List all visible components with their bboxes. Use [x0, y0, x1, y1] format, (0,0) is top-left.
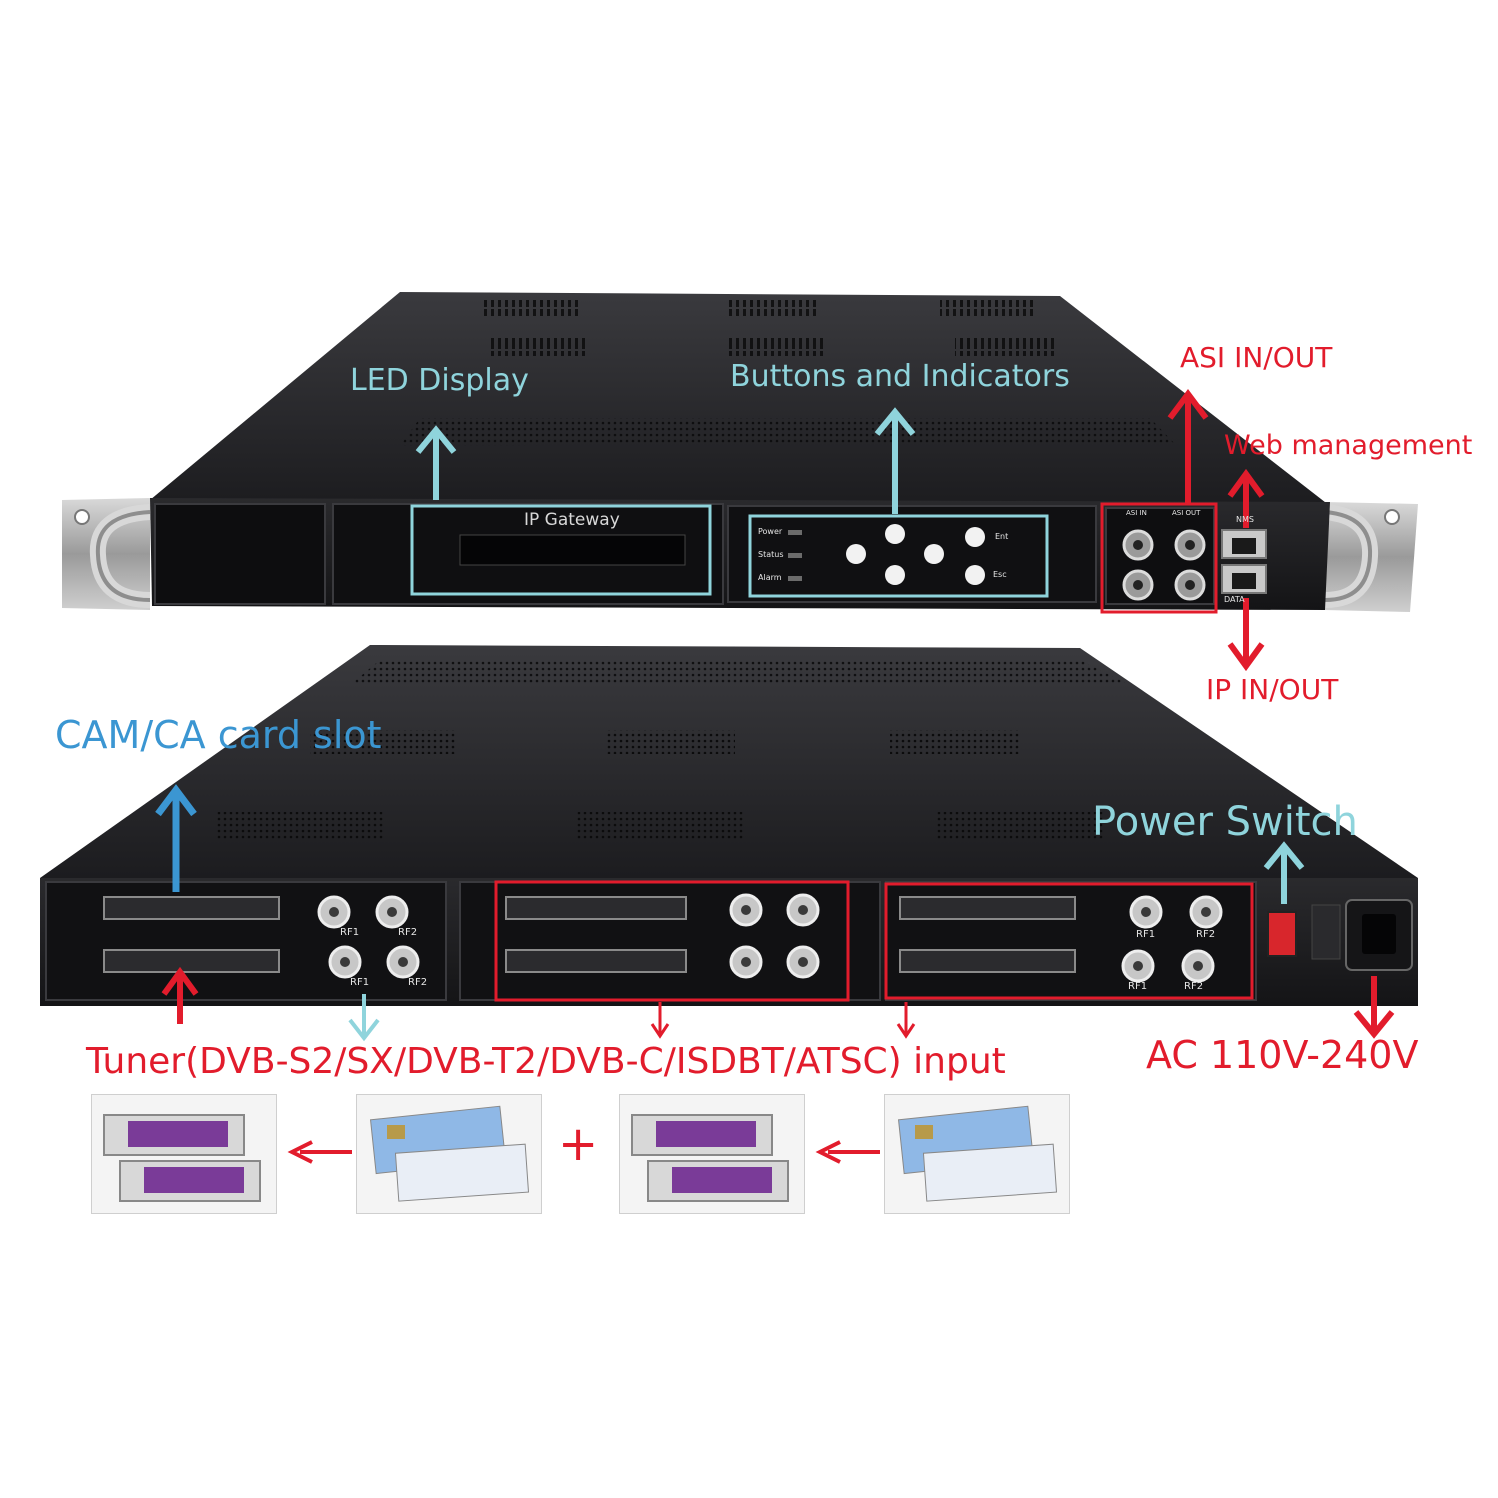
smart-card-thumbnail [356, 1094, 542, 1214]
cam-module-thumbnail [91, 1094, 277, 1214]
power-led-label: Power [758, 527, 783, 536]
tuner-input-callout: Tuner(DVB-S2/SX/DVB-T2/DVB-C/ISDBT/ATSC)… [86, 1041, 1006, 1082]
status-led-label: Status [758, 550, 784, 559]
callout-boxes [410, 502, 1254, 1002]
right-button[interactable] [924, 544, 944, 564]
callout-arrows [155, 389, 1395, 1164]
rf1-label: RF1 [1128, 981, 1148, 992]
rf1-label: RF1 [340, 927, 360, 938]
enter-button-label: Ent [995, 532, 1009, 541]
nms-port-label: NMS [1236, 515, 1254, 524]
rf2-label: RF2 [408, 977, 428, 988]
web-management-callout: Web management [1224, 430, 1473, 461]
power-switch[interactable] [1267, 911, 1297, 957]
rf2-label: RF2 [398, 927, 418, 938]
asi-callout: ASI IN/OUT [1180, 341, 1333, 374]
smart-card-thumbnail [884, 1094, 1070, 1214]
buttons-indicators-callout: Buttons and Indicators [730, 359, 1070, 394]
escape-button[interactable] [965, 565, 985, 585]
left-button[interactable] [846, 544, 866, 564]
power-switch-callout: Power Switch [1092, 799, 1358, 845]
data-port-label: DATA [1224, 595, 1245, 604]
rf1-label: RF1 [1136, 929, 1156, 940]
ip-callout: IP IN/OUT [1206, 673, 1339, 706]
front-unit [62, 292, 1418, 612]
led-display-callout: LED Display [350, 363, 529, 398]
down-button[interactable] [885, 565, 905, 585]
rf2-label: RF2 [1196, 929, 1216, 940]
lcd-display-text: IP Gateway [524, 510, 620, 530]
ac-power-callout: AC 110V-240V [1146, 1033, 1419, 1077]
rf2-label: RF2 [1184, 981, 1204, 992]
enter-button[interactable] [965, 527, 985, 547]
cam-slot-callout: CAM/CA card slot [55, 713, 382, 757]
smart-card-icon [897, 1105, 1058, 1202]
alarm-led-label: Alarm [758, 573, 782, 582]
up-button[interactable] [885, 524, 905, 544]
front-unit-top [150, 292, 1330, 506]
smart-card-icon [369, 1105, 530, 1202]
plus-sign: + [558, 1116, 599, 1172]
escape-button-label: Esc [993, 570, 1007, 579]
rf1-label: RF1 [350, 977, 370, 988]
cam-module-icon [631, 1114, 789, 1202]
asi-in-port-label: ASI IN [1126, 509, 1147, 517]
cam-module-icon [103, 1114, 261, 1202]
cam-module-thumbnail [619, 1094, 805, 1214]
rear-unit [40, 645, 1418, 1006]
asi-out-port-label: ASI OUT [1172, 509, 1201, 517]
